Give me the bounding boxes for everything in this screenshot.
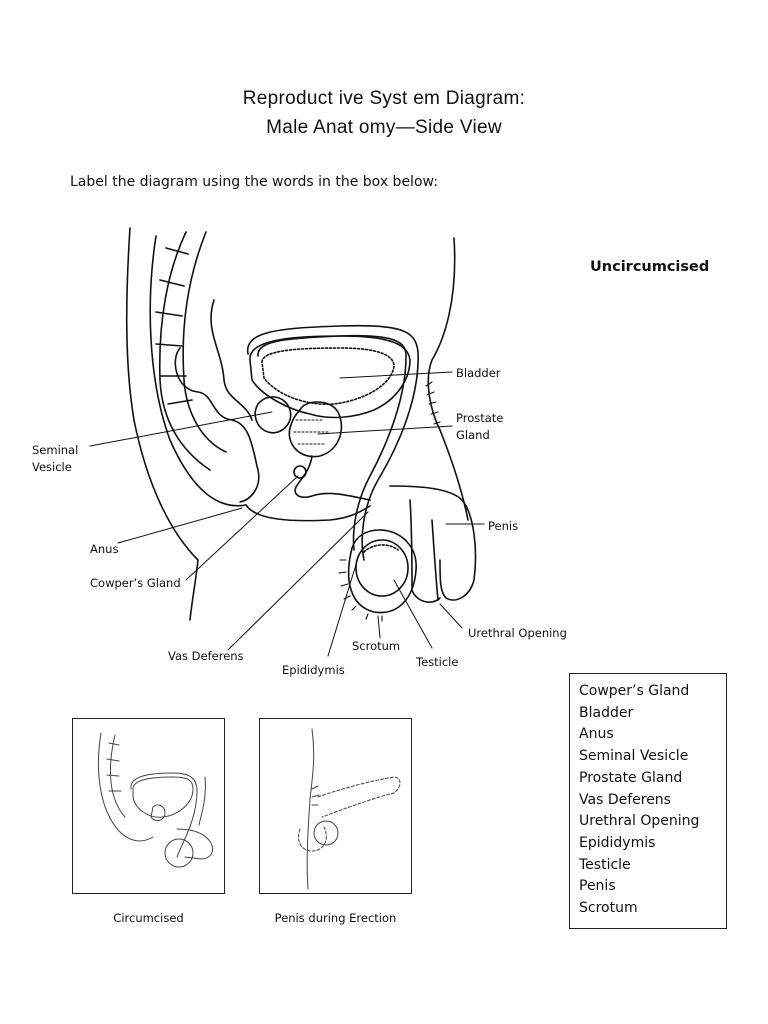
erection-thumbnail <box>259 718 412 894</box>
caption-erection: Penis during Erection <box>259 911 412 925</box>
label-scrotum: Scrotum <box>352 638 400 654</box>
circumcised-drawing <box>73 719 224 893</box>
circumcised-thumbnail <box>72 718 225 894</box>
word-item: Urethral Opening <box>579 811 726 833</box>
word-box: Cowper’s Gland Bladder Anus Seminal Vesi… <box>569 673 727 929</box>
word-item: Prostate Gland <box>579 768 726 790</box>
label-seminal-line2: Vesicle <box>32 459 72 475</box>
label-seminal-line1: Seminal <box>32 442 78 458</box>
word-item: Cowper’s Gland <box>579 681 726 703</box>
label-testicle: Testicle <box>416 654 458 670</box>
word-item: Testicle <box>579 855 726 877</box>
scrotum-outline <box>349 530 416 613</box>
urethra-outline <box>295 456 370 500</box>
label-epididymis: Epididymis <box>282 662 345 678</box>
penis-outline <box>390 486 476 600</box>
testicle-shape <box>356 540 408 596</box>
inner-back-outline <box>150 236 246 506</box>
label-vas-deferens: Vas Deferens <box>168 648 244 664</box>
word-item: Penis <box>579 876 726 898</box>
pointer-lines <box>90 372 484 656</box>
label-prostate-line2: Gland <box>456 427 490 443</box>
word-item: Scrotum <box>579 898 726 920</box>
back-outline <box>127 228 198 560</box>
erection-drawing <box>260 719 411 893</box>
caption-circumcised: Circumcised <box>72 911 225 925</box>
label-anus: Anus <box>90 541 118 557</box>
label-urethral-opening: Urethral Opening <box>468 625 567 641</box>
word-item: Vas Deferens <box>579 790 726 812</box>
cowpers-gland-shape <box>294 466 306 478</box>
word-item: Seminal Vesicle <box>579 746 726 768</box>
thigh-outline <box>190 560 198 620</box>
word-item: Anus <box>579 724 726 746</box>
label-bladder: Bladder <box>456 365 501 381</box>
rectum-outline <box>175 348 258 502</box>
label-penis: Penis <box>488 518 518 534</box>
label-cowpers-gland: Cowper’s Gland <box>90 575 181 591</box>
word-item: Epididymis <box>579 833 726 855</box>
label-prostate-line1: Prostate <box>456 410 503 426</box>
word-item: Bladder <box>579 703 726 725</box>
seminal-vesicle-outline <box>255 397 290 433</box>
